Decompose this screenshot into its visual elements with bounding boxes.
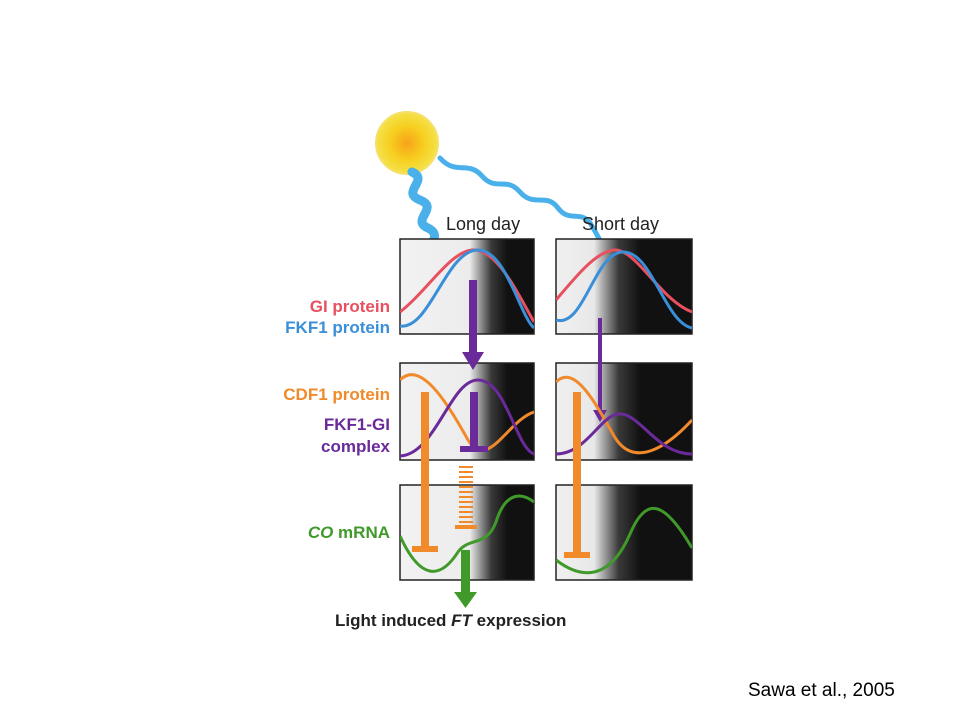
complex-formation-arrow-short-day — [598, 318, 602, 414]
ft-gene: FT — [451, 611, 472, 630]
column-header-short-day: Short day — [582, 214, 660, 234]
cdf1-inhibits-co-cap-long-day — [412, 546, 438, 552]
ft-expression-caption: Light induced FT expression — [335, 611, 566, 631]
light-ray-short-day — [437, 155, 609, 257]
ft-induction-arrow — [461, 550, 470, 594]
label-fkf1-protein: FKF1 protein — [285, 318, 390, 337]
fkf1-curve-short-day — [556, 250, 692, 330]
complex-inhibits-cdf1-cap — [460, 446, 488, 452]
co-curve-short-day — [556, 506, 692, 575]
co-curve-long-day — [400, 494, 534, 573]
gi-curve-short-day — [556, 248, 692, 314]
ft-induction-arrowhead — [454, 592, 477, 608]
label-gi-protein: GI protein — [309, 297, 390, 316]
label-cdf1-protein: CDF1 protein — [283, 385, 390, 404]
label-complex-line2: complex — [321, 437, 390, 456]
label-co-mrna: CO mRNA — [250, 523, 390, 543]
cdf1-inhibits-co-bar-short-day — [573, 392, 581, 554]
ft-suffix: expression — [471, 611, 567, 630]
complex-inhibits-cdf1-bar — [470, 392, 478, 448]
relieved-inhibition-dashes — [455, 466, 477, 529]
complex-formation-arrowhead-long-day — [462, 352, 484, 370]
complex-formation-arrow-long-day — [469, 280, 477, 354]
label-co-gene: CO — [307, 523, 334, 542]
panel-short-day-proteins — [555, 238, 693, 335]
cdf1-curve-short-day — [556, 375, 692, 455]
label-co-mrna-suffix: mRNA — [333, 523, 390, 542]
citation: Sawa et al., 2005 — [748, 680, 895, 701]
cdf1-inhibits-co-cap-short-day — [564, 552, 590, 558]
label-complex-line1: FKF1-GI — [323, 415, 390, 434]
fkf1-curve-long-day — [400, 248, 534, 330]
cdf1-curve-long-day — [400, 373, 534, 452]
sun-icon — [375, 111, 439, 175]
complex-formation-arrowhead-short-day — [593, 410, 607, 422]
ft-prefix: Light induced — [335, 611, 452, 630]
column-header-long-day: Long day — [446, 214, 521, 234]
cdf1-inhibits-co-bar-long-day — [421, 392, 429, 548]
